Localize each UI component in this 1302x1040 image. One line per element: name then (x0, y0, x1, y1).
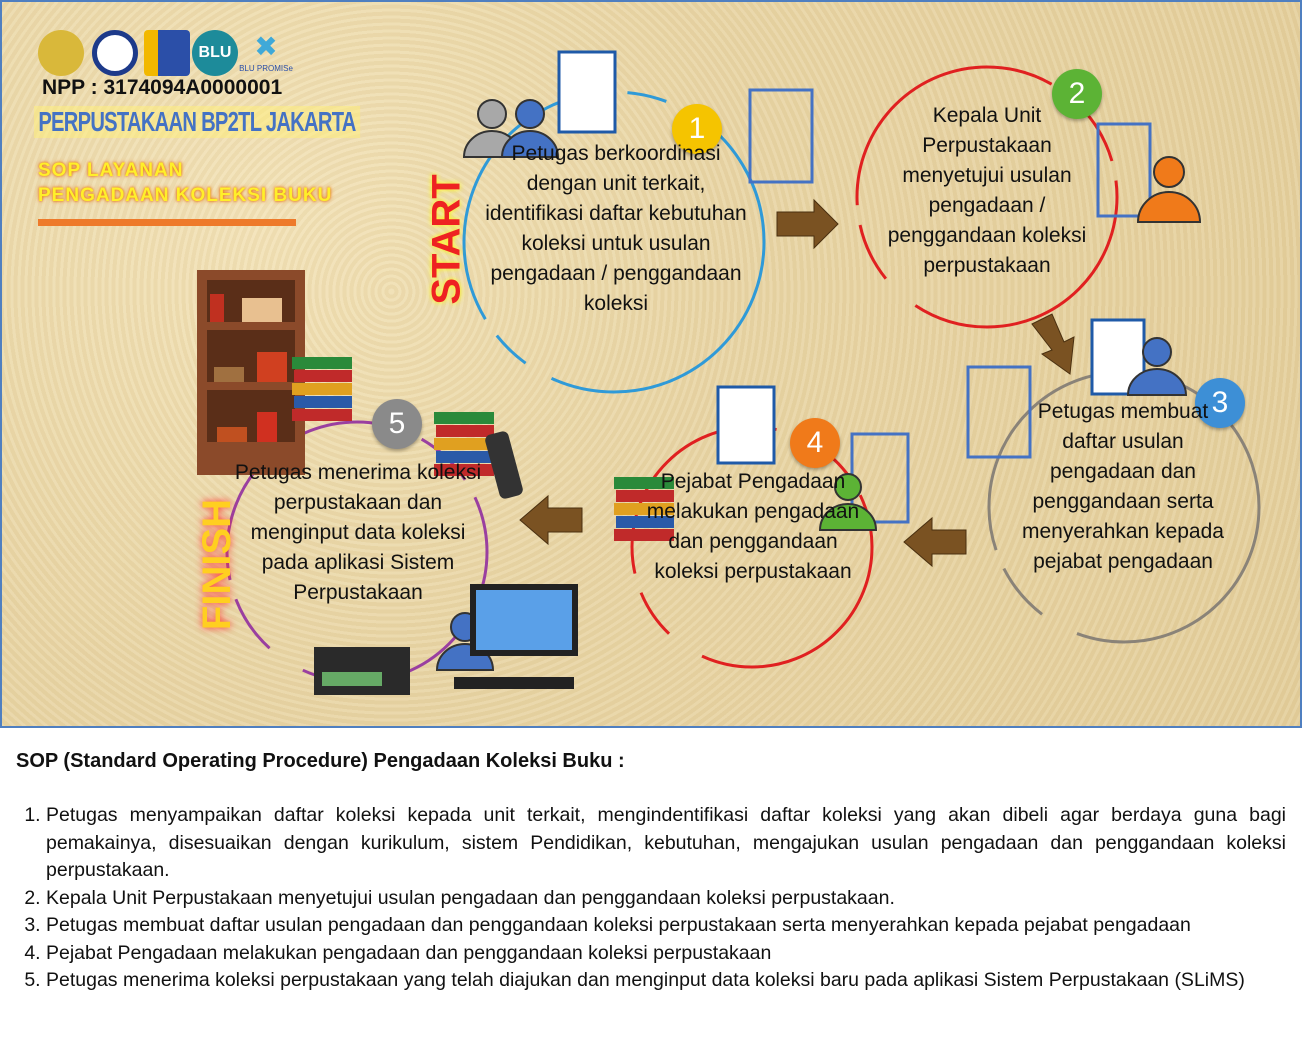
title-underline (38, 219, 296, 226)
step3-badge: 3 (1195, 378, 1245, 428)
npp-number: NPP : 3174094A0000001 (42, 76, 283, 99)
bookshelf-icon (197, 270, 305, 475)
list-item: Petugas menerima koleksi perpustakaan ya… (46, 967, 1286, 995)
step5-badge: 5 (372, 399, 422, 449)
step1-badge: 1 (672, 104, 722, 154)
blu-logo: BLU (192, 30, 238, 76)
clipboard-icon (557, 50, 1146, 465)
list-item: Kepala Unit Perpustakaan menyetujui usul… (46, 885, 1286, 913)
blu-promise-logo: ✖BLU PROMISe (239, 31, 293, 73)
sop-step-list: Petugas menyampaikan daftar koleksi kepa… (16, 802, 1286, 995)
library-logo (144, 30, 190, 76)
step2-badge: 2 (1052, 69, 1102, 119)
start-label: START (424, 174, 469, 305)
sop-title-line1: SOP LAYANAN (38, 160, 184, 181)
blu-promise-text: BLU PROMISe (239, 64, 293, 73)
flow-circles (197, 50, 1261, 695)
step3-text: Petugas membuat daftar usulan pengadaan … (1022, 400, 1224, 573)
sop-title-line2: PENGADAAN KOLEKSI BUKU (38, 185, 333, 206)
step1-circle (462, 90, 766, 394)
step4-text: Pejabat Pengadaan melakukan pengadaan da… (646, 470, 860, 583)
bp2tl-logo (92, 30, 138, 76)
book-stack-icon (292, 357, 674, 541)
barcode-scanner-icon (485, 431, 523, 499)
document-edit-icon (748, 88, 1152, 524)
computer-icon (454, 584, 578, 689)
step4-badge: 4 (790, 418, 840, 468)
list-item: Petugas menyampaikan daftar koleksi kepa… (46, 802, 1286, 885)
arrow-right-icon (776, 198, 839, 250)
sop-infographic: BLU ✖BLU PROMISe NPP : 3174094A0000001 P… (0, 0, 1302, 728)
step2-circle (855, 65, 1119, 329)
arrow-left-icon (903, 516, 967, 568)
ministry-logo (38, 30, 84, 76)
arrow-down-icon (1031, 313, 1075, 375)
user-icon (435, 99, 1202, 671)
arrow-left-icon (519, 494, 583, 546)
list-item: Pejabat Pengadaan melakukan pengadaan da… (46, 940, 1286, 968)
list-item: Petugas membuat daftar usulan pengadaan … (46, 912, 1286, 940)
sop-description: SOP (Standard Operating Procedure) Penga… (16, 750, 1286, 995)
printer-icon (314, 647, 410, 695)
description-title: SOP (Standard Operating Procedure) Penga… (16, 750, 625, 772)
step2-text: Kepala Unit Perpustakaan menyetujui usul… (887, 104, 1087, 277)
step1-text: Petugas berkoordinasi dengan unit terkai… (485, 142, 747, 315)
library-name: PERPUSTAKAAN BP2TL JAKARTA (34, 106, 360, 138)
step5-text: Petugas menerima koleksi perpustakaan da… (234, 461, 482, 604)
